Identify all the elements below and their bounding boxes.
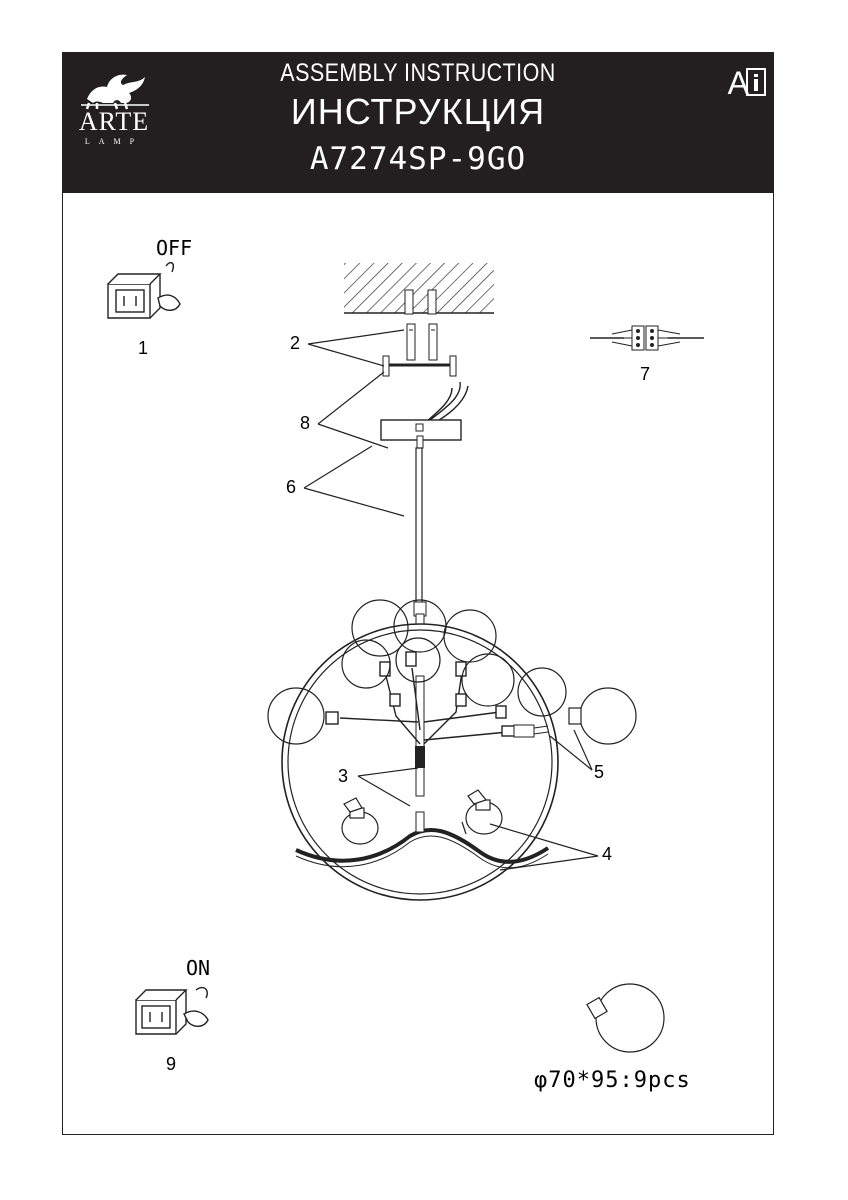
switch-off-label: OFF bbox=[156, 236, 193, 260]
model-number: A7274SP-9GO bbox=[309, 141, 527, 177]
connector-block bbox=[590, 325, 704, 351]
language-mark: A bbox=[727, 65, 749, 101]
step-1-label: 1 bbox=[138, 338, 149, 358]
callout-2: 2 bbox=[290, 333, 301, 353]
title-english: ASSEMBLY INSTRUCTION bbox=[280, 59, 556, 87]
bulb-spec: φ70*95:9pcs bbox=[534, 1068, 691, 1093]
outer-ring bbox=[281, 623, 559, 901]
canopy bbox=[380, 419, 462, 449]
callout-5: 5 bbox=[594, 762, 605, 782]
central-stem bbox=[415, 675, 425, 797]
wavy-base bbox=[295, 828, 550, 864]
instruction-sheet: ARTE LAMP ASSEMBLY INSTRUCTION ИНСТРУКЦИ… bbox=[62, 52, 774, 1135]
socket-plug bbox=[513, 724, 549, 738]
callout-6: 6 bbox=[286, 477, 297, 497]
glass-shades bbox=[267, 599, 637, 745]
callout-7: 7 bbox=[640, 364, 651, 384]
lamp-arms bbox=[325, 651, 517, 745]
leader-lines bbox=[303, 329, 599, 871]
step-9-label: 9 bbox=[166, 1054, 177, 1074]
header-bar: ARTE LAMP ASSEMBLY INSTRUCTION ИНСТРУКЦИ… bbox=[63, 53, 773, 193]
callout-3: 3 bbox=[338, 766, 349, 786]
brand-name: ARTE bbox=[78, 107, 150, 136]
switch-off-icon bbox=[107, 261, 181, 319]
bulb-drawing bbox=[586, 983, 665, 1053]
callout-4: 4 bbox=[602, 844, 613, 864]
mounting-screws bbox=[406, 323, 438, 361]
outer-ring-inner bbox=[287, 629, 553, 895]
info-book-icon bbox=[746, 68, 766, 96]
ceiling-hatch bbox=[344, 263, 494, 315]
callout-8: 8 bbox=[300, 413, 311, 433]
switch-on-label: ON bbox=[186, 956, 211, 980]
suspension-rod bbox=[413, 447, 427, 625]
bulbs-install bbox=[341, 789, 503, 845]
brand-griffin-logo bbox=[81, 74, 149, 110]
mounting-bar bbox=[382, 355, 457, 377]
supply-wires bbox=[425, 381, 469, 423]
switch-on-icon bbox=[135, 986, 209, 1035]
title-russian: ИНСТРУКЦИЯ bbox=[290, 91, 546, 132]
brand-subtitle: LAMP bbox=[84, 137, 144, 146]
